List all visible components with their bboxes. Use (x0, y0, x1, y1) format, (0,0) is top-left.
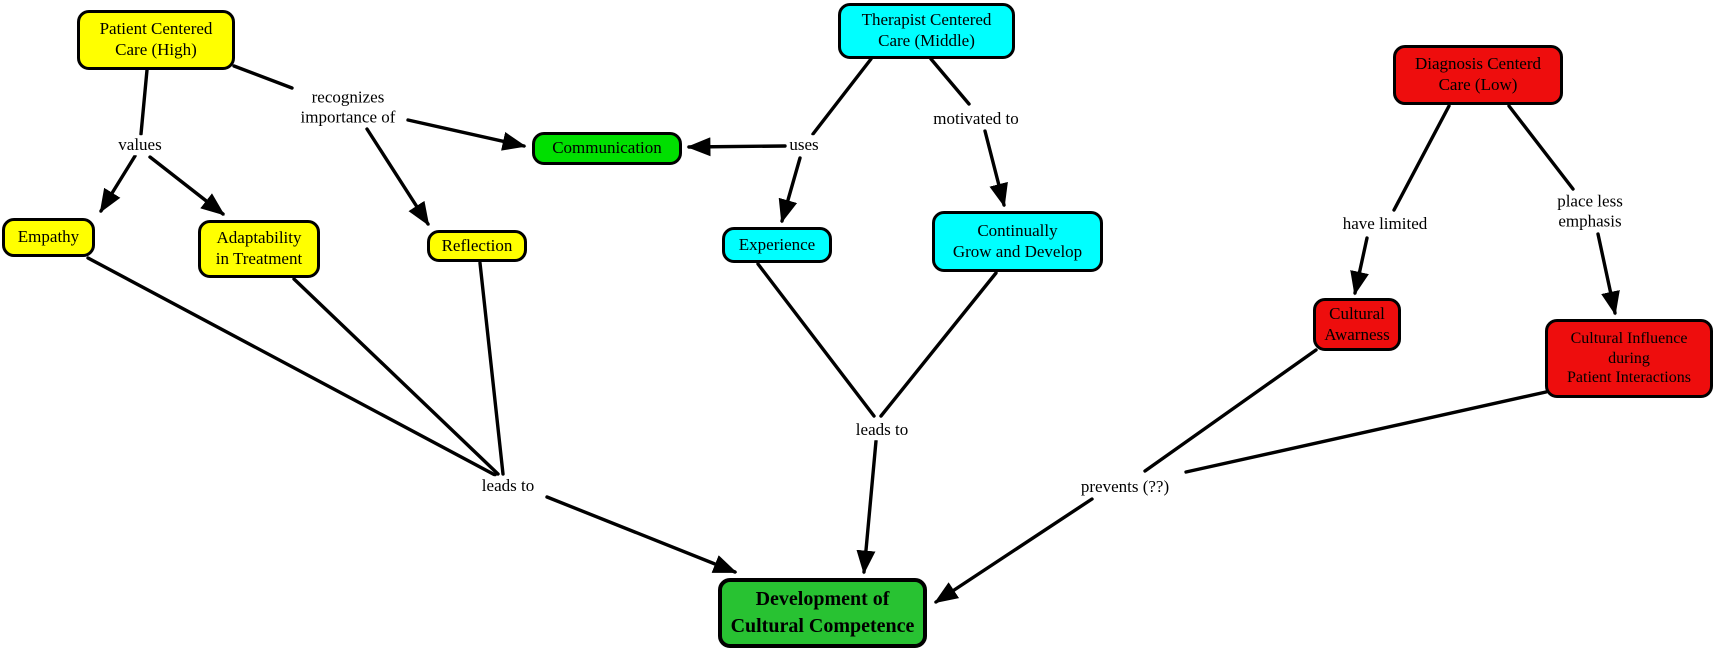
connector-reflection-to-leadsto (478, 261, 505, 476)
node-adaptability-in-treatment[interactable]: Adaptability in Treatment (198, 220, 320, 278)
edge-label-recognizes-importance-of[interactable]: recognizes importance of (298, 87, 398, 127)
connector-therapist-to-motivated (929, 57, 971, 106)
node-empathy[interactable]: Empathy (2, 218, 95, 257)
connector-values-to-adaptability-arrow (148, 155, 225, 216)
connector-uses-to-communication-arrow (686, 137, 787, 157)
connector-leadsto-right-to-development-arrow (856, 439, 878, 575)
connector-motivated-to-continually-arrow (983, 129, 1008, 208)
edge-label-place-less-emphasis[interactable]: place less emphasis (1555, 191, 1625, 231)
connector-experience-to-leadsto (756, 262, 876, 418)
edge-label-have-limited[interactable]: have limited (1340, 214, 1430, 234)
node-communication[interactable]: Communication (532, 132, 682, 165)
connector-patient-to-values (139, 68, 149, 136)
node-continually-grow-and-develop[interactable]: Continually Grow and Develop (932, 211, 1103, 272)
connector-prevents-to-development-arrow (934, 497, 1094, 604)
node-patient-centered-care[interactable]: Patient Centered Care (High) (77, 10, 235, 70)
connector-adaptability-to-leadsto (292, 277, 500, 476)
connector-diagnosis-to-havelimited (1392, 104, 1451, 212)
connector-uses-to-experience-arrow (778, 156, 802, 224)
node-diagnosis-centered-care[interactable]: Diagnosis Centerd Care (Low) (1393, 45, 1563, 105)
edge-label-values[interactable]: values (116, 135, 164, 155)
connector-diagnosis-to-placeless (1507, 104, 1575, 191)
connector-influence-to-prevents (1184, 390, 1548, 474)
node-cultural-influence-during-patient-interactions[interactable]: Cultural Influence during Patient Intera… (1545, 319, 1713, 398)
node-therapist-centered-care[interactable]: Therapist Centered Care (Middle) (838, 3, 1015, 59)
connector-recognizes-to-reflection-arrow (365, 127, 430, 227)
node-cultural-awarness[interactable]: Cultural Awarness (1313, 298, 1401, 351)
connector-therapist-to-uses (811, 57, 873, 136)
connector-havelimited-to-awarness-arrow (1350, 236, 1369, 296)
node-reflection[interactable]: Reflection (427, 230, 527, 262)
connector-values-to-empathy-arrow (99, 154, 137, 214)
edge-label-prevents[interactable]: prevents (??) (1078, 477, 1172, 497)
node-development-of-cultural-competence[interactable]: Development of Cultural Competence (718, 578, 927, 648)
connector-patient-to-recognizes (232, 64, 294, 90)
edge-label-uses[interactable]: uses (787, 135, 821, 155)
connector-placeless-to-influence-arrow (1596, 232, 1620, 316)
edge-label-leads-to-right[interactable]: leads to (853, 420, 911, 440)
node-experience[interactable]: Experience (722, 227, 832, 263)
connector-empathy-to-leadsto (86, 256, 497, 477)
connector-continually-to-leadsto (879, 271, 998, 418)
edge-label-leads-to-left[interactable]: leads to (479, 476, 537, 496)
connector-recognizes-to-communication-arrow (406, 118, 527, 151)
edge-label-motivated-to[interactable]: motivated to (931, 109, 1021, 129)
connector-leadsto-left-to-development-arrow (545, 495, 738, 574)
connector-awarness-to-prevents (1143, 348, 1318, 473)
